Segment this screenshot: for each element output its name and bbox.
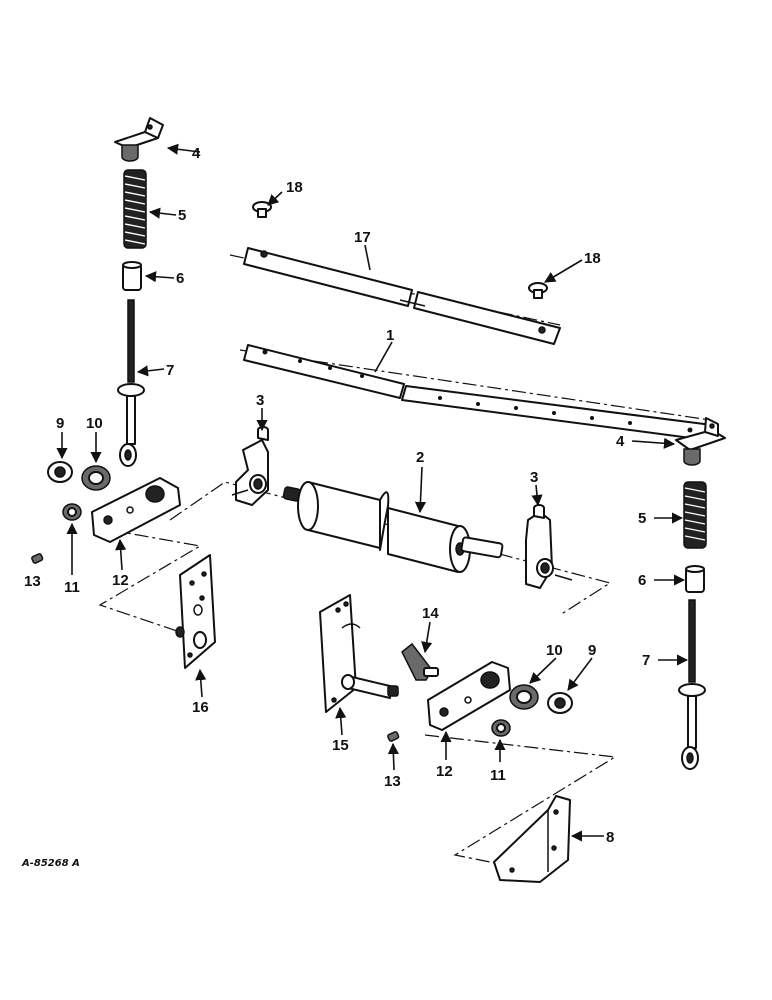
left-mounting-plate-part-16 <box>175 554 216 669</box>
right-nut-part-11 <box>491 719 511 737</box>
left-roller-bracket-part-3 <box>231 426 269 506</box>
callout-6: 6 <box>176 270 184 287</box>
callout-3: 3 <box>256 392 264 409</box>
left-rod-part-7 <box>117 299 145 467</box>
left-spring-part-5 <box>123 169 147 249</box>
right-roller-bracket-part-3 <box>525 504 573 589</box>
callout-5: 5 <box>638 510 646 527</box>
assembly-centerlines <box>98 254 711 869</box>
callout-4: 4 <box>192 145 201 162</box>
right-plate-part-12 <box>427 661 511 731</box>
callout-10: 10 <box>86 415 103 432</box>
bolt-part-18-left <box>252 201 272 218</box>
callout-labels: 1 2 3 3 4 4 5 5 6 6 7 7 8 9 9 10 10 11 1… <box>21 145 650 869</box>
bolt-part-18-right <box>528 282 548 299</box>
right-bolt-part-13 <box>387 731 400 742</box>
callout-17: 17 <box>354 229 371 246</box>
callout-18: 18 <box>286 179 303 196</box>
callout-3: 3 <box>530 469 538 486</box>
right-mounting-plate-part-15 <box>319 594 361 713</box>
right-bearing-part-10 <box>509 684 539 710</box>
right-washer-part-9 <box>547 692 573 714</box>
callout-11: 11 <box>64 579 80 596</box>
callout-16: 16 <box>192 699 209 716</box>
right-stub-shaft <box>341 674 399 699</box>
callout-5: 5 <box>178 207 186 224</box>
drawing-code: A-85268 A <box>21 858 80 869</box>
callout-14: 14 <box>422 605 439 622</box>
callout-13: 13 <box>24 573 41 590</box>
left-nut-part-11 <box>62 503 82 521</box>
right-rod-part-7 <box>678 599 706 770</box>
callout-18: 18 <box>584 250 601 267</box>
left-bolt-part-13 <box>31 553 44 564</box>
left-sleeve-part-6 <box>122 261 142 291</box>
callout-6: 6 <box>638 572 646 589</box>
callout-12: 12 <box>436 763 453 780</box>
callout-1: 1 <box>386 327 394 344</box>
callout-9: 9 <box>588 642 596 659</box>
callout-10: 10 <box>546 642 563 659</box>
callout-4: 4 <box>616 433 625 450</box>
blade-part-1 <box>243 344 713 441</box>
callout-15: 15 <box>332 737 349 754</box>
callout-12: 12 <box>112 572 129 589</box>
callout-7: 7 <box>166 362 174 379</box>
callout-8: 8 <box>606 829 614 846</box>
left-plate-part-12 <box>91 477 181 543</box>
callout-leaders <box>56 143 689 842</box>
blade-cover-part-17 <box>243 247 561 345</box>
callout-2: 2 <box>416 449 424 466</box>
callout-7: 7 <box>642 652 650 669</box>
left-bracket-part-4 <box>114 117 164 162</box>
right-sleeve-part-6 <box>685 565 705 593</box>
callout-9: 9 <box>56 415 64 432</box>
left-bearing-part-10 <box>81 465 111 491</box>
support-bracket-part-8 <box>493 795 571 883</box>
callout-11: 11 <box>490 767 506 784</box>
right-spring-part-5 <box>683 481 707 549</box>
roller-part-2 <box>282 481 504 573</box>
callout-13: 13 <box>384 773 401 790</box>
right-bracket-part-4 <box>675 417 726 466</box>
left-washer-part-9 <box>47 461 73 483</box>
link-part-14 <box>401 642 439 681</box>
